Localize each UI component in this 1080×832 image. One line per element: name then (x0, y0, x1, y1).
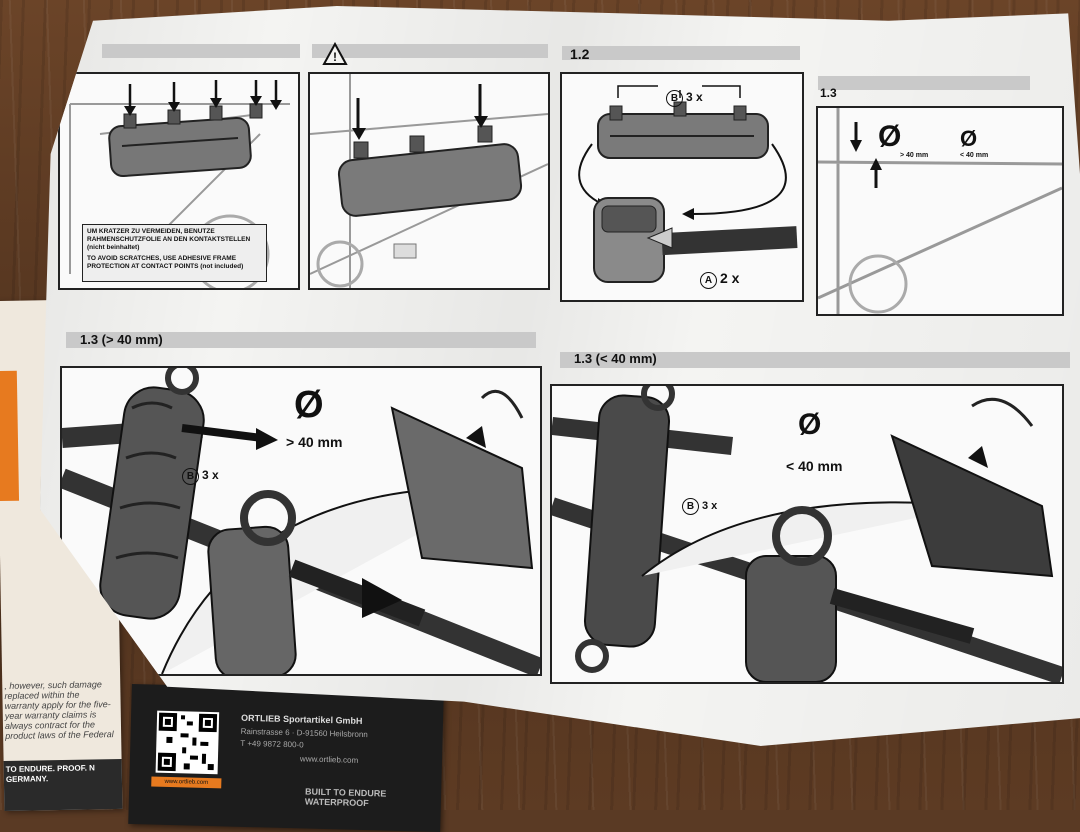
warning-triangle-icon: ! (322, 42, 348, 65)
brochure-copy: , however, such damage replaced within t… (4, 679, 114, 741)
diameter-symbol-large: Ø (878, 120, 902, 153)
greater-than-40mm-label: > 40 mm (900, 152, 929, 159)
header-bar (560, 352, 1070, 368)
diameter-symbol: Ø (798, 408, 822, 441)
company-name: ORTLIEB Sportartikel GmbH (240, 712, 363, 726)
step-1-3-label: 1.3 (820, 86, 837, 100)
qr-brand-label: www.ortlieb.com (151, 776, 222, 789)
header-bar (312, 44, 548, 58)
instruction-sheet: ! 1.2 1.3 UM KRATZER ZU VERMEIDEN, BENUT… (40, 6, 1080, 746)
warning-text-de: UM KRATZER ZU VERMEIDEN, BENUTZE RAHMENS… (87, 228, 251, 251)
header-bar (562, 46, 800, 60)
step-1-2-label: 1.2 (570, 46, 590, 62)
company-slogan: BUILT TO ENDURE WATERPROOF (304, 786, 387, 809)
greater-than-40mm: > 40 mm (286, 434, 343, 450)
panel-press-straps (308, 72, 550, 290)
company-address: Rainstrasse 6 · D-91560 Heilsbronn (240, 726, 368, 740)
less-than-40mm: < 40 mm (786, 458, 843, 474)
step-1-3-gt40-label: 1.3 (> 40 mm) (80, 332, 163, 347)
company-phone: T +49 9872 800-0 (240, 738, 304, 750)
diameter-symbol: Ø (294, 384, 324, 426)
diameter-symbol-small: Ø (960, 126, 978, 151)
header-bar (818, 76, 1030, 90)
svg-text:!: ! (333, 50, 337, 64)
header-bar (66, 332, 536, 348)
brochure-orange-strip (0, 370, 20, 502)
qr-code (155, 710, 220, 775)
frame-protection-warning: UM KRATZER ZU VERMEIDEN, BENUTZE RAHMENS… (82, 224, 267, 282)
less-than-40mm-label: < 40 mm (960, 152, 989, 159)
header-bar (102, 44, 300, 58)
panel-mount-straps: UM KRATZER ZU VERMEIDEN, BENUTZE RAHMENS… (58, 72, 300, 290)
warning-text-en: TO AVOID SCRATCHES, USE ADHESIVE FRAME P… (87, 255, 244, 270)
brochure-footer: TO ENDURE. PROOF. N GERMANY. (3, 758, 123, 811)
panel-tube-diameter: Ø Ø > 40 mm < 40 mm (816, 106, 1064, 316)
step-1-3-lt40-label: 1.3 (< 40 mm) (574, 351, 657, 366)
company-website: www.ortlieb.com (299, 754, 359, 765)
business-card: www.ortlieb.com ORTLIEB Sportartikel Gmb… (128, 683, 444, 832)
